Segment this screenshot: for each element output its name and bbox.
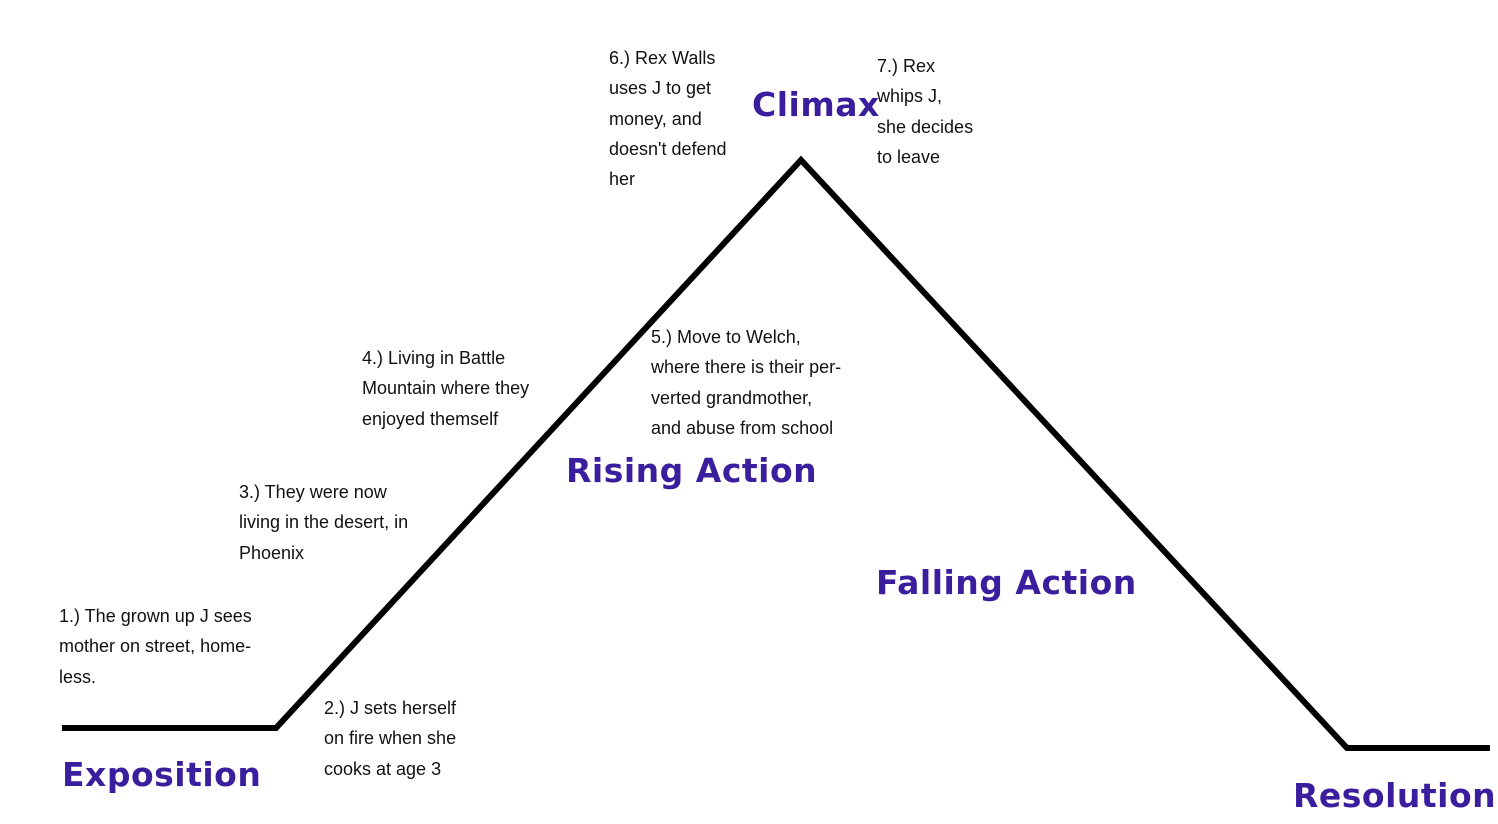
event-note-7: 7.) Rex whips J, she decides to leave bbox=[877, 56, 974, 167]
stage-label-exposition: Exposition bbox=[62, 755, 262, 794]
event-note-6: 6.) Rex Walls uses J to get money, and d… bbox=[609, 48, 727, 190]
stage-label-resolution: Resolution bbox=[1293, 776, 1497, 815]
plot-arc-line bbox=[62, 155, 1490, 751]
event-note-3: 3.) They were now living in the desert, … bbox=[239, 482, 409, 563]
event-note-4: 4.) Living in Battle Mountain where they… bbox=[362, 348, 530, 429]
event-note-1: 1.) The grown up J sees mother on street… bbox=[59, 606, 252, 687]
stage-label-falling-action: Falling Action bbox=[876, 563, 1137, 602]
stage-label-rising-action: Rising Action bbox=[566, 451, 818, 490]
event-note-5: 5.) Move to Welch, where there is their … bbox=[651, 327, 842, 438]
stage-label-climax: Climax bbox=[752, 85, 880, 124]
event-note-2: 2.) J sets herself on fire when she cook… bbox=[324, 698, 457, 779]
